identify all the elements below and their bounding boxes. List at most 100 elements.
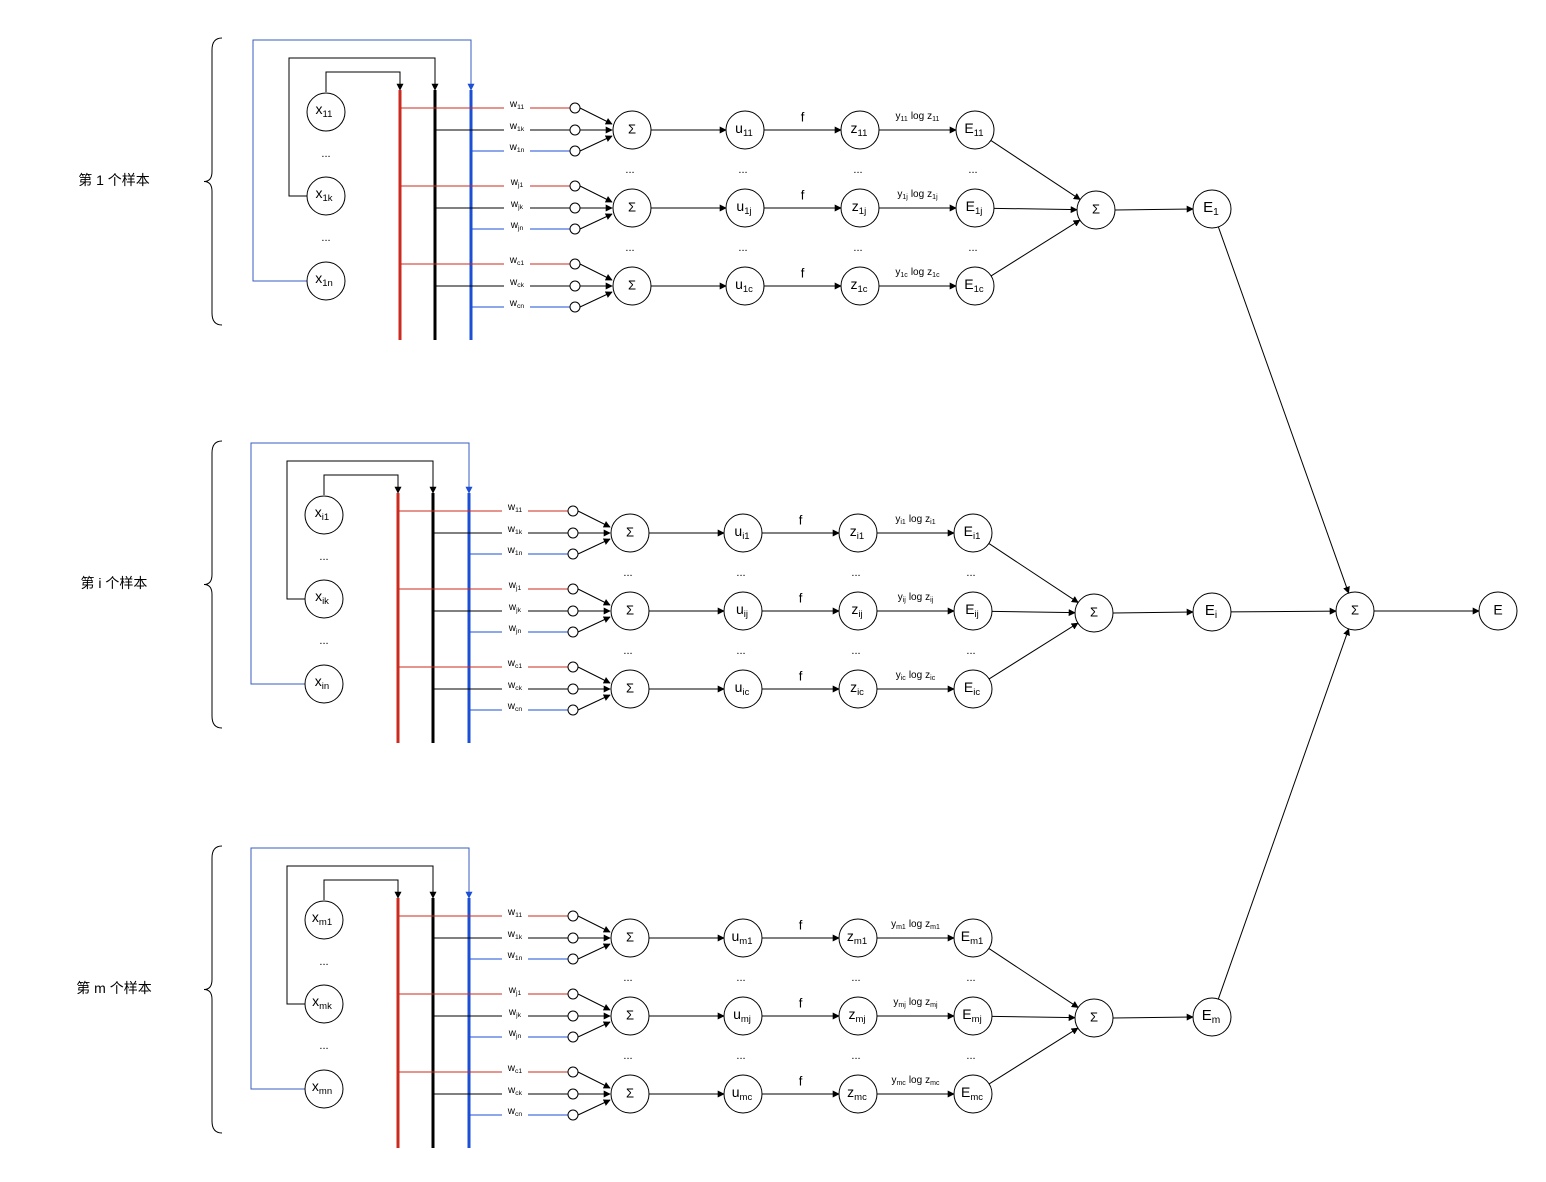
weight-label-bg xyxy=(502,1026,528,1038)
loss-z-subscript: 11 xyxy=(932,116,939,123)
weight-edge xyxy=(577,694,611,711)
weight-junction xyxy=(567,953,579,965)
weight-label-subscript: 1k xyxy=(517,126,525,133)
input-label-subscript: 1k xyxy=(322,192,332,203)
input-label-subscript: in xyxy=(322,680,329,691)
u-label-subscript: mc xyxy=(740,1091,753,1102)
weight-label-base: w xyxy=(509,142,518,153)
input-label: xin xyxy=(315,673,329,692)
weight-junction xyxy=(569,180,581,192)
loss-log: log xyxy=(909,919,922,930)
z-label-subscript: m1 xyxy=(854,935,867,946)
ellipsis: ... xyxy=(851,1050,860,1062)
u-label: um1 xyxy=(731,928,752,947)
input-route-red xyxy=(323,474,402,495)
weight-label-bg xyxy=(502,927,528,939)
loss-z-subscript: ic xyxy=(930,675,936,682)
weight-label-bg xyxy=(504,218,530,230)
weight-edge xyxy=(579,263,613,281)
input-label-base: x xyxy=(315,270,322,286)
z-label-base: z xyxy=(850,523,857,539)
sample-total-node xyxy=(1192,189,1232,229)
input-route-blue xyxy=(250,442,473,685)
loss-y-subscript: 1c xyxy=(900,272,908,279)
weight-junction xyxy=(569,280,581,292)
u-label: uij xyxy=(736,601,748,620)
error-node xyxy=(953,918,993,958)
u-label-subscript: ic xyxy=(742,686,749,697)
weight-junction xyxy=(567,548,579,560)
ellipsis: ... xyxy=(736,645,745,657)
input-node xyxy=(304,664,344,704)
weight-junction xyxy=(567,1109,579,1121)
activation-label: f xyxy=(801,187,805,202)
weight-label: w1k xyxy=(509,121,525,133)
sum-symbol: Σ xyxy=(1090,604,1098,619)
error-label-subscript: ij xyxy=(975,608,979,619)
weight-junction xyxy=(569,202,581,214)
weight-label-bg xyxy=(502,1005,528,1017)
loss-y-subscript: ij xyxy=(903,597,907,604)
sample-total-label-base: E xyxy=(1205,602,1215,619)
error-label: Ei1 xyxy=(964,523,981,542)
ellipsis: ... xyxy=(968,164,977,176)
error-label: Em1 xyxy=(961,928,984,947)
z-label: zi1 xyxy=(850,523,864,542)
error-label-base: E xyxy=(964,120,973,136)
loss-y-base: y xyxy=(896,670,901,681)
activation-label: f xyxy=(801,265,805,280)
total-to-final-edge xyxy=(1217,226,1350,594)
error-label-subscript: m1 xyxy=(970,935,983,946)
sample-brace xyxy=(203,440,223,729)
weight-junction xyxy=(567,1010,579,1022)
input-node xyxy=(304,579,344,619)
weight-label-subscript: 1n xyxy=(517,147,525,154)
sample-total-label-subscript: m xyxy=(1212,1015,1221,1026)
input-label: xik xyxy=(315,588,329,607)
weight-junction xyxy=(567,605,579,617)
input-node xyxy=(304,1069,344,1109)
weight-label-subscript: 1n xyxy=(515,550,523,557)
weight-label-bg xyxy=(502,948,528,960)
input-label-subscript: mn xyxy=(319,1085,332,1096)
u-label: u11 xyxy=(735,120,753,139)
input-label-subscript: ik xyxy=(322,595,329,606)
weight-label-bg xyxy=(502,1083,528,1095)
weight-label-base: w xyxy=(507,907,516,918)
weight-edge xyxy=(577,943,611,960)
weight-label-base: w xyxy=(509,277,518,288)
error-label: Emj xyxy=(962,1006,981,1025)
weight-label: w11 xyxy=(507,502,523,514)
weight-edge xyxy=(579,185,613,203)
error-label-base: E xyxy=(966,198,975,214)
u-label: u1j xyxy=(736,198,751,217)
error-label-subscript: 11 xyxy=(974,127,984,138)
loss-y-base: y xyxy=(895,514,900,525)
final-output-node xyxy=(1478,591,1518,631)
weight-label-bg xyxy=(502,905,528,917)
loss-z-base: z xyxy=(925,919,930,930)
input-route-red xyxy=(323,879,402,900)
error-label: E11 xyxy=(964,120,983,139)
z-label-subscript: ij xyxy=(858,608,862,619)
error-to-sum-edge xyxy=(988,622,1079,680)
weight-label-base: w xyxy=(507,524,516,535)
loss-y-subscript: mj xyxy=(898,1002,906,1009)
weight-label-base: w xyxy=(507,1106,516,1117)
weight-label-base: w xyxy=(507,701,516,712)
weight-label: w11 xyxy=(507,907,523,919)
weight-label-bg xyxy=(502,578,528,590)
loss-z-subscript: 1j xyxy=(932,194,938,201)
loss-log: log xyxy=(909,592,922,603)
weight-label-bg xyxy=(504,140,530,152)
z-label-subscript: 11 xyxy=(858,127,868,138)
z-label-subscript: i1 xyxy=(857,530,864,541)
weight-label-base: w xyxy=(508,985,517,996)
error-node xyxy=(955,188,995,228)
weight-edge xyxy=(577,510,611,528)
u-label-subscript: m1 xyxy=(739,935,752,946)
weight-label: w1k xyxy=(507,524,523,536)
